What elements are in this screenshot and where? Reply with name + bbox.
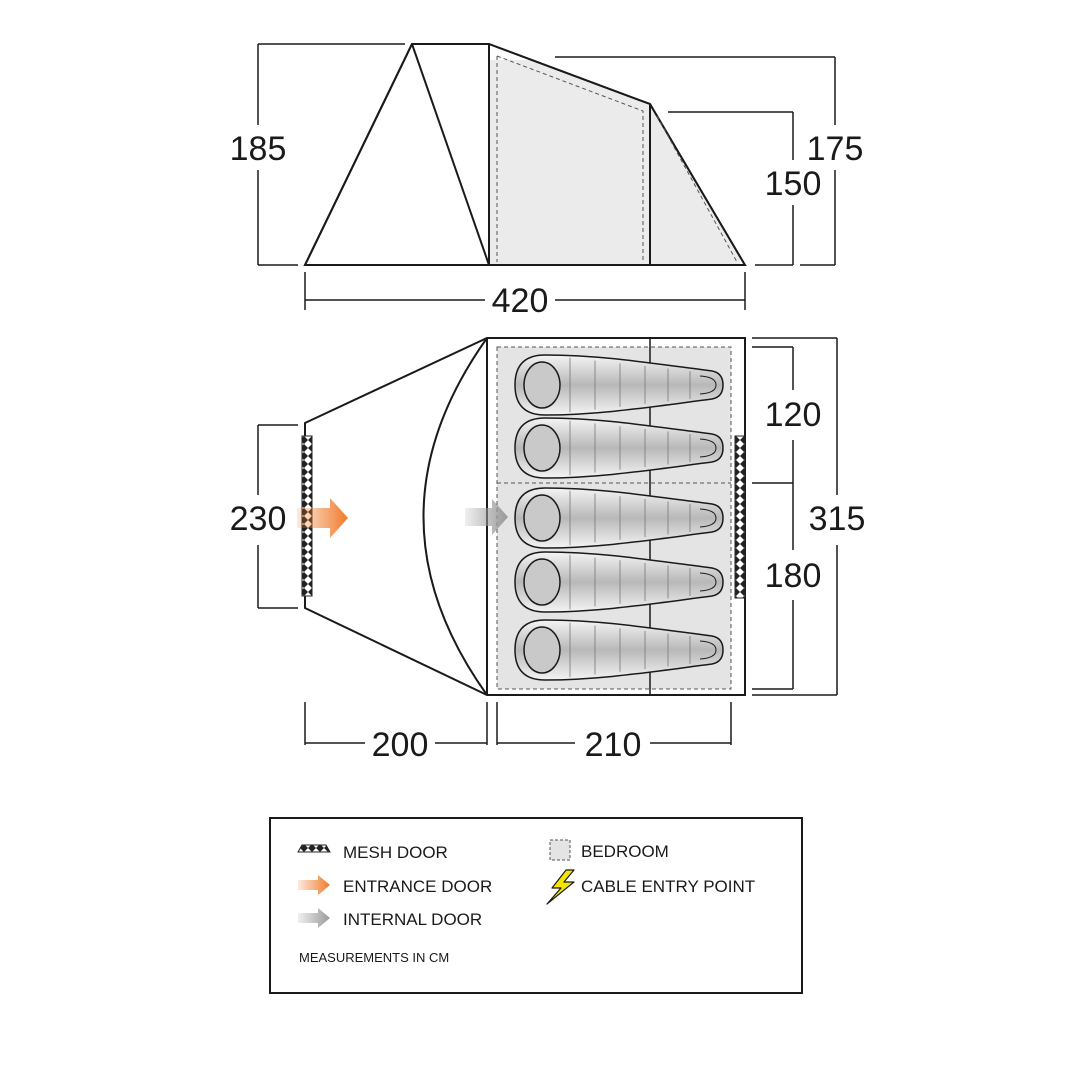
dim-bedroom-length: 210	[585, 726, 642, 764]
dim-width-front: 230	[230, 500, 287, 538]
legend-internal-door-label: INTERNAL DOOR	[343, 910, 482, 929]
internal-door-arrow	[465, 499, 508, 535]
bedroom-icon	[549, 839, 571, 861]
legend-mesh-door-label: MESH DOOR	[343, 843, 448, 862]
legend-units-note: MEASUREMENTS IN CM	[299, 950, 449, 965]
dim-bedroom-top: 120	[765, 396, 822, 434]
sleeping-bag-hood	[523, 558, 561, 606]
legend-bedroom-label: BEDROOM	[581, 842, 669, 861]
floor-dimension-lines	[257, 337, 838, 745]
legend-box	[269, 817, 803, 994]
sleeping-bags	[514, 354, 724, 681]
legend: MESH DOOR ENTRANCE DOOR INTERNAL DOOR ME…	[269, 817, 803, 994]
side-view	[303, 0, 760, 266]
dim-side-height-right-inner: 150	[765, 165, 822, 203]
legend-cable-entry-label: CABLE ENTRY POINT	[581, 877, 755, 896]
dim-bedroom-bottom: 180	[765, 557, 822, 595]
sleeping-bag-hood	[523, 494, 561, 542]
sleeping-bag-hood	[523, 424, 561, 472]
internal-door-icon	[298, 908, 330, 928]
legend-entrance-door-label: ENTRANCE DOOR	[343, 877, 492, 896]
sleeping-bag	[514, 417, 724, 479]
side-dimension-lines	[257, 43, 836, 310]
porch-door-curve	[422, 337, 488, 696]
dim-side-height-left: 185	[230, 130, 287, 168]
entrance-door-icon	[298, 875, 330, 895]
cable-entry-icon	[546, 869, 575, 905]
sleeping-bag-hood	[523, 626, 561, 674]
dim-width-total: 315	[809, 500, 866, 538]
dim-total-length: 420	[492, 282, 549, 320]
sleeping-bag	[514, 354, 724, 416]
dim-side-height-right-outer: 175	[807, 130, 864, 168]
sleeping-bag	[514, 487, 724, 549]
side-bedroom-clip	[489, 0, 760, 265]
sleeping-bag	[514, 619, 724, 681]
dim-porch-length: 200	[372, 726, 429, 764]
sleeping-bag-hood	[523, 361, 561, 409]
mesh-door-rear	[734, 435, 746, 599]
sleeping-bag	[514, 551, 724, 613]
entrance-door-arrow	[297, 498, 348, 538]
mesh-door-icon	[297, 844, 331, 853]
